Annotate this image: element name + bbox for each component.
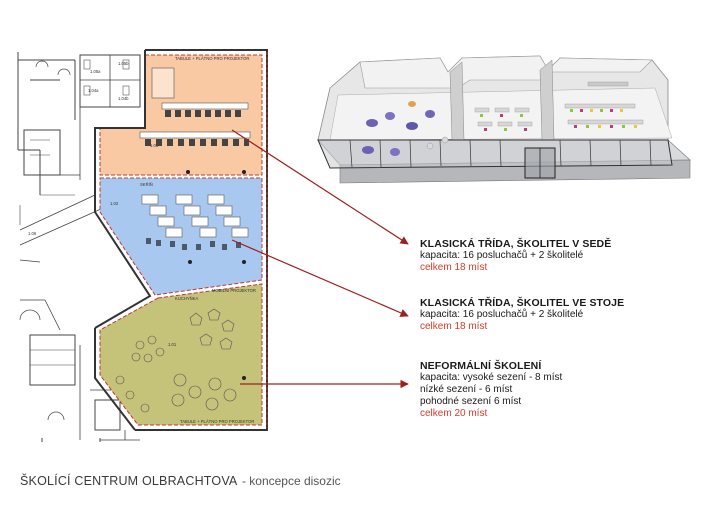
3d-perspective-view [317, 55, 692, 184]
furniture-seated-classroom [139, 67, 251, 174]
room-label-1-06: 1.06 [28, 231, 37, 236]
glass-front-wall [317, 139, 673, 179]
block-classroom-standing: KLASICKÁ TŘÍDA, ŠKOLITEL VE STOJE kapaci… [420, 297, 624, 333]
footer-title: ŠKOLÍCÍ CENTRUM OLBRACHTOVA [20, 474, 238, 488]
block-low-seating: nízké sezení - 6 míst [420, 384, 513, 395]
furniture-standing-classroom [141, 194, 249, 264]
block-capacity: kapacita: 16 posluchačů + 2 školitelé [420, 309, 584, 320]
note-mobile-projector: MOBILNÍ PROJEKTOR [212, 288, 256, 293]
arrow-to-seated [231, 129, 409, 245]
room-label-1-04b: 1.04b [118, 96, 129, 101]
block-comfort-seating: pohodné sezení 6 míst [420, 396, 522, 407]
furniture-informal [115, 308, 246, 413]
room-label-1-04a: 1.04a [88, 88, 99, 93]
note-board-bottom: TABULE + PLÁTNO PRO PROJEKTOR [180, 419, 254, 424]
room-label-1-03: 1.03 [150, 143, 159, 148]
room-label-1-05a: 1.05a [90, 69, 101, 74]
block-total: celkem 18 míst [420, 321, 488, 332]
note-board-top: TABULE + PLÁTNO PRO PROJEKTOR [175, 56, 249, 61]
note-kitchen: KUCHYŇKA [175, 296, 198, 301]
room-label-1-02: 1.02 [110, 201, 119, 206]
3d-informal-furniture [362, 101, 449, 156]
toilet-block: 1.05a 1.05b 1.04a 1.04b [79, 54, 141, 108]
block-classroom-seated: KLASICKÁ TŘÍDA, ŠKOLITEL V SEDĚ kapacita… [420, 238, 611, 274]
block-total: celkem 20 míst [420, 408, 488, 419]
note-shelf: SKŘÍŇ [140, 182, 153, 187]
3d-seated-classroom-furniture [564, 81, 644, 128]
callout-arrows [231, 129, 409, 389]
floor-plan: 1.05a 1.05b 1.04a 1.04b 1.03 1.02 1.01 1… [17, 49, 268, 442]
block-capacity: kapacita: 16 posluchačů + 2 školitelé [420, 250, 584, 261]
room-label-1-05b: 1.05b [118, 61, 129, 66]
block-title: NEFORMÁLNÍ ŠKOLENÍ [420, 360, 542, 372]
block-title: KLASICKÁ TŘÍDA, ŠKOLITEL VE STOJE [420, 297, 625, 309]
footer-subtitle: - koncepce disozic [241, 474, 341, 488]
room-outer-wall [94, 49, 268, 431]
block-capacity: kapacita: vysoké sezení - 8 míst [420, 372, 563, 383]
block-informal-training: NEFORMÁLNÍ ŠKOLENÍ kapacita: vysoké seze… [420, 360, 562, 420]
3d-standing-classroom-furniture [474, 107, 533, 131]
footer: ŠKOLÍCÍ CENTRUM OLBRACHTOVA - koncepce d… [20, 472, 341, 490]
arrow-to-standing [231, 239, 409, 317]
room-label-1-01: 1.01 [168, 342, 177, 347]
zone-informal [99, 283, 263, 426]
block-total: celkem 18 míst [420, 262, 488, 273]
block-title: KLASICKÁ TŘÍDA, ŠKOLITEL V SEDĚ [420, 238, 612, 250]
